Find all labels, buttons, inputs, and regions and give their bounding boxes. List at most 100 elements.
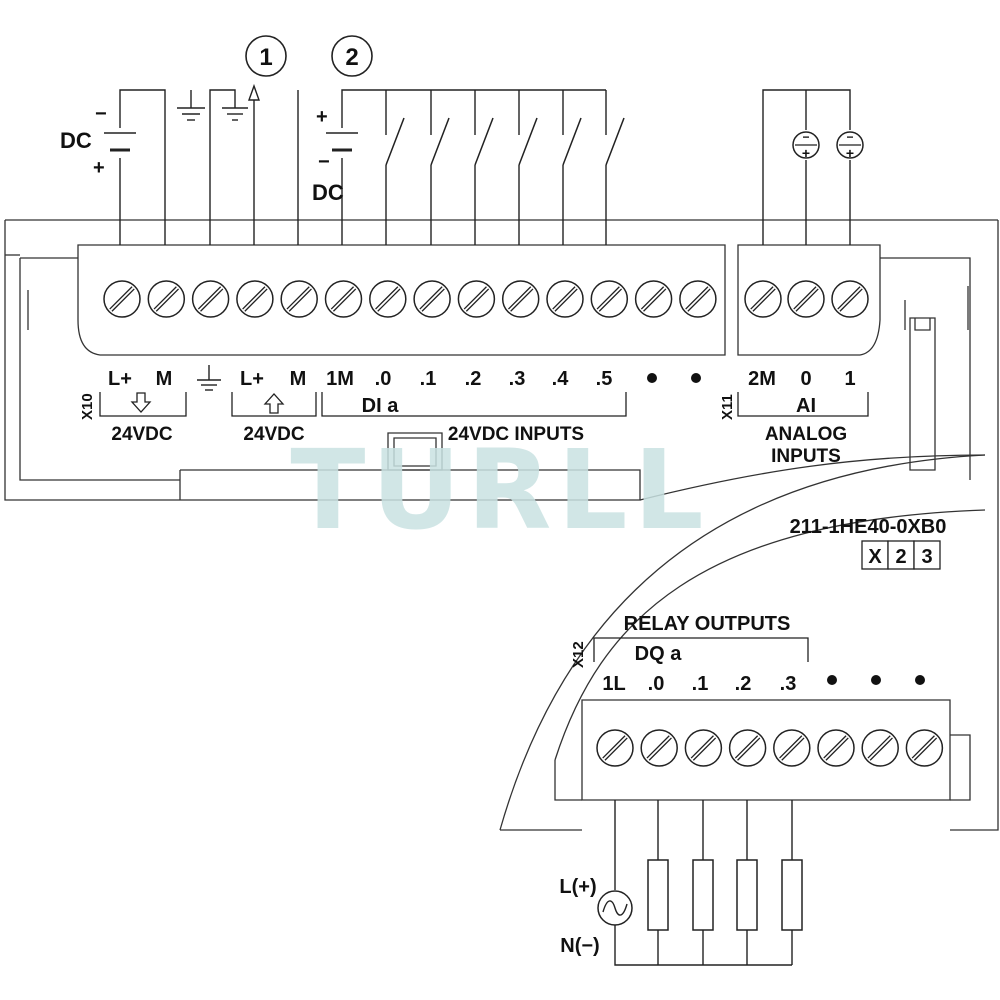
screw-terminal-icon: [634, 280, 673, 318]
analog-terminal-label: 0: [800, 368, 811, 390]
arrow-down-icon: [130, 392, 152, 413]
relay-terminal-label: .1: [692, 673, 709, 695]
top-wiring: [119, 88, 851, 245]
version-box-label: 2: [895, 546, 906, 568]
version-box: [861, 540, 889, 570]
version-box-label: X: [868, 546, 882, 568]
screw-terminal-icon: [413, 280, 451, 318]
screw-terminal-icon: [280, 280, 318, 318]
sensor-l-plus: L+: [240, 368, 264, 390]
screw-terminal-icon: [457, 280, 496, 318]
screw-terminal-icon: [546, 280, 584, 318]
analog-source-0: − +: [792, 130, 820, 161]
screw-terminal-icon: [236, 280, 274, 318]
inputs-bracket: [321, 392, 627, 417]
sensor-bracket: [231, 392, 317, 417]
input-terminal-label: .2: [465, 368, 482, 390]
sensor-supply-plus: +: [316, 106, 328, 128]
inputs-group: DI a: [362, 395, 400, 417]
analog-caption-2: INPUTS: [771, 446, 841, 467]
relay-terminal-label: 1L: [602, 673, 625, 695]
screw-terminal-icon: [590, 280, 629, 318]
unused-terminal-dot: [915, 675, 925, 685]
unused-terminal-dot: [691, 373, 701, 383]
analog-bracket: [737, 392, 869, 417]
analog-terminal-label: 2M: [748, 368, 776, 390]
relay-terminal-label: .3: [780, 673, 797, 695]
input-terminal-label: .5: [596, 368, 613, 390]
screw-terminal-icon: [596, 729, 634, 767]
sensor-supply-dc-label: DC: [312, 180, 344, 205]
analog-caption-1: ANALOG: [765, 424, 847, 445]
sensor-caption: 24VDC: [243, 424, 305, 445]
analog-source-1-plus: +: [846, 145, 854, 161]
ac-source-icon: [597, 890, 633, 926]
power-in-dc-label: DC: [60, 128, 92, 153]
ac-l-label: L(+): [559, 876, 596, 898]
power-m: M: [156, 368, 173, 390]
x11-label: X11: [719, 394, 736, 420]
analog-source-0-plus: +: [802, 145, 810, 161]
switch-icon: [605, 117, 625, 166]
screw-terminal-icon: [787, 280, 825, 318]
load-icon: [736, 859, 758, 931]
screw-terminal-icon: [861, 729, 899, 767]
screw-terminal-icon: [679, 280, 717, 318]
arrow-up-icon: [248, 83, 260, 101]
battery-icon: [104, 128, 136, 158]
top-terminal-screws: [103, 280, 717, 318]
screw-terminal-icon: [103, 280, 141, 318]
input-switches: [385, 117, 625, 166]
bottom-terminal-screws: [596, 729, 944, 767]
analog-terminal-labels: 2M 0 1: [748, 368, 855, 390]
input-terminal-label: .3: [509, 368, 526, 390]
relay-group: DQ a: [635, 643, 683, 665]
analog-source-1-minus: −: [846, 130, 853, 144]
switch-icon: [518, 117, 538, 166]
x12-label: X12: [570, 641, 587, 668]
analog-group: AI: [796, 395, 816, 417]
screw-terminal-icon: [817, 729, 855, 767]
switch-icon: [430, 117, 450, 166]
screw-terminal-icon: [773, 729, 811, 767]
screw-terminal-icon: [831, 280, 869, 318]
input-terminal-label: .4: [552, 368, 570, 390]
power-caption: 24VDC: [111, 424, 173, 445]
relay-terminal-label: .2: [735, 673, 752, 695]
load-icon: [781, 859, 803, 931]
callout-2: 2: [331, 35, 373, 77]
screw-terminal-icon: [501, 280, 540, 318]
screw-terminal-icon: [905, 729, 944, 767]
power-l-plus: L+: [108, 368, 132, 390]
version-box-label: 3: [921, 546, 932, 568]
screw-terminal-icon: [744, 280, 782, 318]
order-number: 211-1HE40-0XB0: [790, 516, 947, 538]
screw-terminal-icon: [640, 729, 678, 767]
switch-icon: [385, 117, 405, 166]
input-terminal-label: .1: [420, 368, 437, 390]
analog-terminal-label: 1: [844, 368, 855, 390]
screw-terminal-icon: [369, 280, 407, 318]
power-bracket: [99, 392, 187, 417]
analog-source-1: − +: [836, 130, 864, 161]
watermark: TURLL: [290, 426, 709, 554]
load-icon: [647, 859, 669, 931]
sensor-m: M: [290, 368, 307, 390]
screw-terminal-icon: [728, 729, 767, 767]
screw-terminal-icon: [191, 280, 230, 318]
arrow-up-icon: [263, 393, 285, 414]
power-in-plus: +: [93, 157, 105, 179]
ac-n-label: N(−): [560, 935, 599, 957]
screw-terminal-icon: [324, 280, 363, 318]
battery-icon: [326, 128, 358, 158]
callout-1: 1: [245, 35, 287, 77]
load-icon: [692, 859, 714, 931]
power-in-minus: −: [95, 103, 107, 125]
analog-source-0-minus: −: [802, 130, 809, 144]
ground-icon: [222, 107, 248, 121]
inputs-caption: 24VDC INPUTS: [448, 424, 584, 445]
switch-icon: [474, 117, 494, 166]
ground-icon: [197, 365, 221, 391]
relay-title: RELAY OUTPUTS: [624, 613, 791, 635]
screw-terminal-icon: [147, 280, 186, 318]
